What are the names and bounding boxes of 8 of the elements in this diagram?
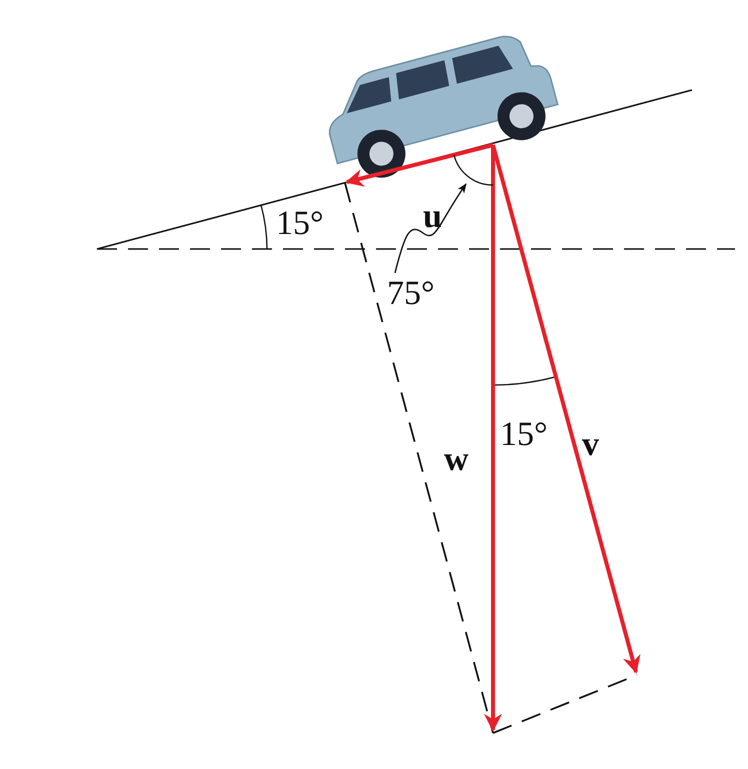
angle-label: 15° — [276, 207, 324, 241]
vector-label: v — [582, 428, 599, 462]
vector-label: u — [423, 200, 442, 234]
angle-label: 75° — [387, 277, 435, 311]
vector-label: w — [444, 443, 469, 477]
angle-label: 15° — [500, 418, 548, 452]
angle-arc — [453, 154, 494, 186]
leader-line — [394, 183, 467, 274]
